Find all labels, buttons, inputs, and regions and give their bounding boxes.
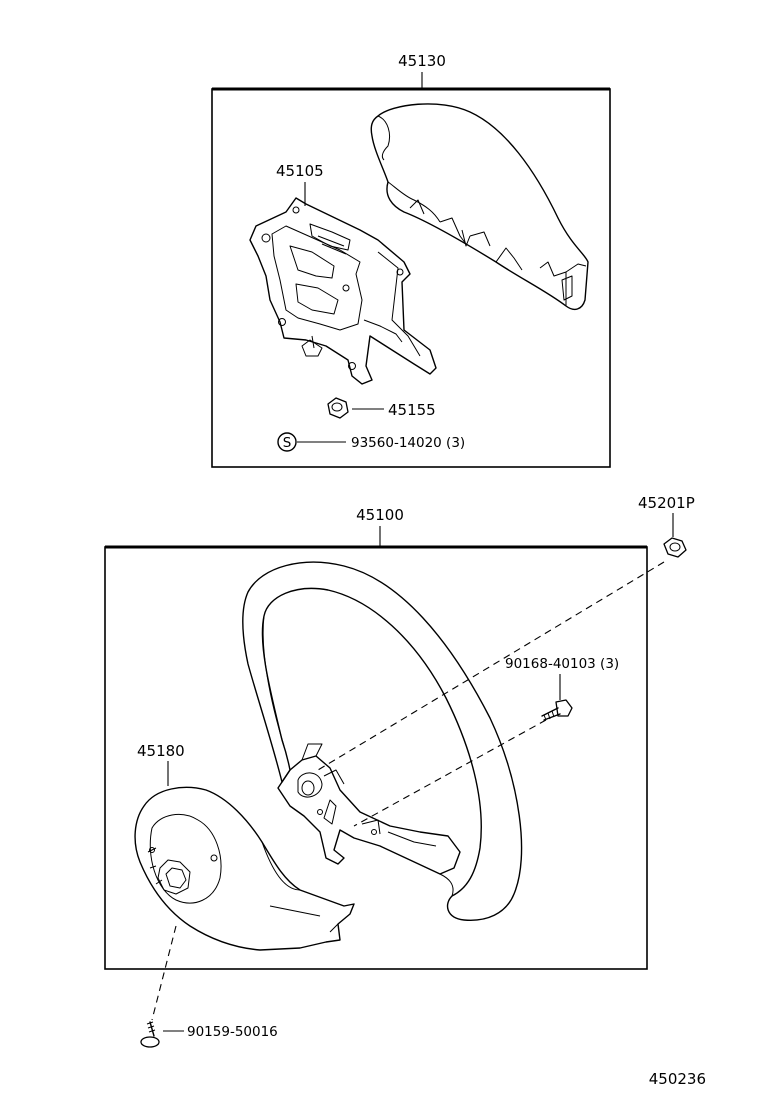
nut-to-hub-dash <box>317 561 665 771</box>
upper-assembly-number: 45130 <box>398 52 446 70</box>
standard-part-symbol: S <box>283 435 292 451</box>
upper-group: 45130 45105 <box>211 52 611 468</box>
cover-45180-illustration <box>134 786 355 951</box>
bolt-90168-illustration <box>541 699 573 721</box>
nut-45155-illustration <box>327 397 349 419</box>
lower-assembly-number: 45100 <box>356 506 404 524</box>
label-45155: 45155 <box>388 401 436 419</box>
pad-bracket-illustration <box>249 197 437 385</box>
standard-part-icon <box>277 432 297 452</box>
label-45105: 45105 <box>276 162 324 180</box>
label-90168-40103: 90168-40103 (3) <box>505 656 619 672</box>
horn-pad-illustration <box>370 103 589 311</box>
steering-wheel-illustration <box>242 561 523 921</box>
label-93560-14020: 93560-14020 (3) <box>351 435 465 451</box>
lower-group: 45100 90168-40103 (3) <box>104 506 665 1021</box>
label-90159-50016: 90159-50016 <box>187 1024 278 1040</box>
nut-45201P-illustration <box>663 537 687 558</box>
cover-to-screw-dash <box>151 925 177 1021</box>
label-45201P: 45201P <box>638 494 695 512</box>
illustration-number: 450236 <box>649 1070 706 1088</box>
label-45180: 45180 <box>137 742 185 760</box>
screw-90159-illustration <box>140 1021 160 1048</box>
lower-group-frame <box>104 546 648 970</box>
bolt-to-spoke-dash <box>353 719 547 827</box>
